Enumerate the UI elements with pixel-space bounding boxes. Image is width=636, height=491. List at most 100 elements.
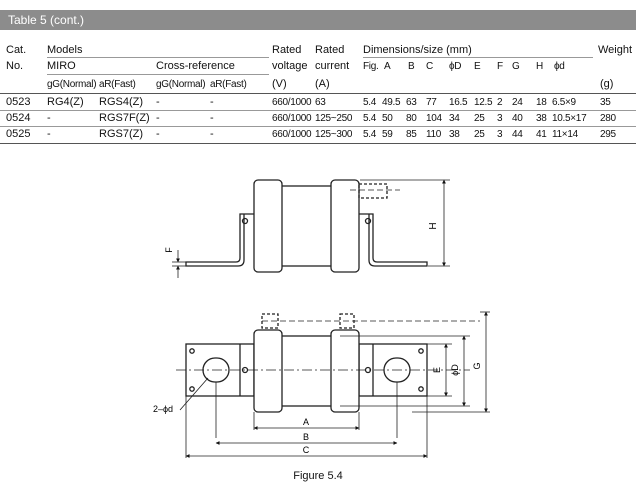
- header-voltage-2: voltage: [272, 60, 308, 72]
- cell-d: 16.5: [449, 97, 468, 108]
- cell-a: 50: [382, 113, 393, 124]
- cell-c: 77: [426, 97, 437, 108]
- cell-weight: 295: [600, 129, 616, 140]
- cell-current: 125~250: [315, 113, 353, 124]
- header-dim-fig: Fig.: [363, 61, 379, 72]
- label-2-phid: 2–ϕd: [153, 404, 173, 414]
- divider: [47, 57, 269, 58]
- right-dimensions: [340, 311, 490, 413]
- plan-view: [176, 313, 480, 413]
- cell-h: 18: [536, 97, 547, 108]
- label-e: E: [432, 367, 442, 373]
- cell-miro-gg: RG4(Z): [47, 96, 84, 108]
- label-h: H: [428, 222, 439, 229]
- cell-miro-ar: RGS4(Z): [99, 96, 143, 108]
- cell-a: 49.5: [382, 97, 401, 108]
- divider: [0, 110, 636, 111]
- header-dimensions: Dimensions/size (mm): [363, 44, 472, 56]
- figure-caption: Figure 5.4: [293, 470, 343, 482]
- cell-current: 125~300: [315, 129, 353, 140]
- header-current-3: (A): [315, 78, 330, 90]
- cell-voltage: 660/1000: [272, 97, 312, 108]
- header-cross-reference: Cross-reference: [156, 60, 235, 72]
- divider: [0, 93, 636, 94]
- cell-e: 12.5: [474, 97, 493, 108]
- cell-f: 3: [497, 113, 503, 124]
- header-dim-h: H: [536, 61, 543, 72]
- header-cr-ar: aR(Fast): [210, 79, 247, 90]
- header-dim-f: F: [497, 61, 503, 72]
- side-view: [185, 179, 428, 273]
- cell-phid: 6.5×9: [552, 97, 576, 108]
- cell-e: 25: [474, 129, 485, 140]
- table-title: Table 5 (cont.): [0, 10, 636, 30]
- cell-weight: 280: [600, 113, 616, 124]
- header-dim-b: B: [408, 61, 415, 72]
- cell-cat: 0523: [6, 96, 31, 108]
- cell-fig: 5.4: [363, 97, 377, 108]
- divider: [47, 74, 269, 75]
- cell-cat: 0524: [6, 112, 31, 124]
- label-a: A: [303, 417, 309, 427]
- cell-e: 25: [474, 113, 485, 124]
- cell-c: 110: [426, 129, 442, 140]
- bottom-dimensions: [179, 377, 428, 458]
- header-cat: Cat.: [6, 44, 27, 56]
- header-models: Models: [47, 44, 83, 56]
- f-dimension: [172, 250, 186, 278]
- cell-weight: 35: [600, 97, 611, 108]
- header-weight: Weight: [598, 44, 633, 56]
- cell-miro-ar: RGS7F(Z): [99, 112, 150, 124]
- header-voltage-3: (V): [272, 78, 287, 90]
- cell-f: 2: [497, 97, 503, 108]
- cell-fig: 5.4: [363, 129, 377, 140]
- cell-cr-gg: -: [156, 96, 160, 108]
- header-dim-c: C: [426, 61, 433, 72]
- header-current-2: current: [315, 60, 350, 72]
- cell-voltage: 660/1000: [272, 129, 312, 140]
- cell-g: 40: [512, 113, 523, 124]
- cell-h: 38: [536, 113, 547, 124]
- cell-g: 44: [512, 129, 523, 140]
- header-dim-d: ϕD: [449, 61, 462, 72]
- label-f: F: [164, 247, 174, 253]
- label-phi-d: ϕD: [450, 364, 460, 376]
- cell-cr-gg: -: [156, 128, 160, 140]
- label-b: B: [303, 432, 309, 442]
- cell-a: 59: [382, 129, 393, 140]
- cell-fig: 5.4: [363, 113, 377, 124]
- header-cr-gg: gG(Normal): [156, 79, 206, 90]
- divider: [0, 126, 636, 127]
- header-miro-gg: gG(Normal): [47, 79, 97, 90]
- cell-cat: 0525: [6, 128, 31, 140]
- header-voltage-1: Rated: [272, 44, 302, 56]
- cell-phid: 11×14: [552, 129, 578, 140]
- cell-cr-ar: -: [210, 96, 214, 108]
- label-c: C: [303, 445, 310, 455]
- header-weight-unit: (g): [600, 78, 614, 90]
- cell-b: 85: [406, 129, 417, 140]
- label-g: G: [472, 362, 482, 369]
- cell-f: 3: [497, 129, 503, 140]
- cell-d: 38: [449, 129, 460, 140]
- cell-voltage: 660/1000: [272, 113, 312, 124]
- divider: [0, 143, 636, 144]
- cell-phid: 10.5×17: [552, 113, 587, 124]
- header-dim-e: E: [474, 61, 481, 72]
- header-miro: MIRO: [47, 60, 76, 72]
- cell-cr-ar: -: [210, 112, 214, 124]
- cell-miro-ar: RGS7(Z): [99, 128, 143, 140]
- header-dim-phid: ϕd: [554, 61, 565, 72]
- header-no: No.: [6, 60, 24, 72]
- cell-miro-gg: -: [47, 128, 51, 140]
- cell-g: 24: [512, 97, 523, 108]
- cell-cr-gg: -: [156, 112, 160, 124]
- header-miro-ar: aR(Fast): [99, 79, 136, 90]
- h-dimension: [360, 179, 450, 267]
- cell-cr-ar: -: [210, 128, 214, 140]
- cell-c: 104: [426, 113, 442, 124]
- header-dim-g: G: [512, 61, 520, 72]
- cell-d: 34: [449, 113, 460, 124]
- cell-b: 80: [406, 113, 417, 124]
